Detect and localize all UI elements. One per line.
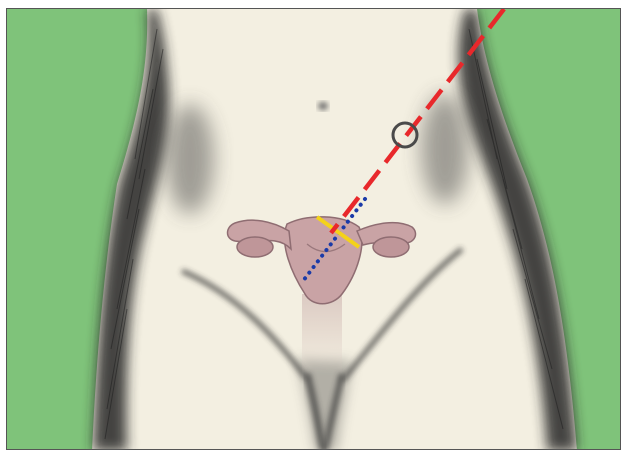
anatomy-illustration bbox=[7, 9, 621, 450]
left-ovary bbox=[237, 237, 273, 257]
navel bbox=[318, 102, 328, 110]
right-ovary bbox=[373, 237, 409, 257]
left-hip-shadow bbox=[166, 104, 214, 214]
illustration-frame bbox=[6, 8, 621, 450]
cervix bbox=[302, 294, 342, 374]
right-hip-shadow bbox=[421, 94, 469, 204]
